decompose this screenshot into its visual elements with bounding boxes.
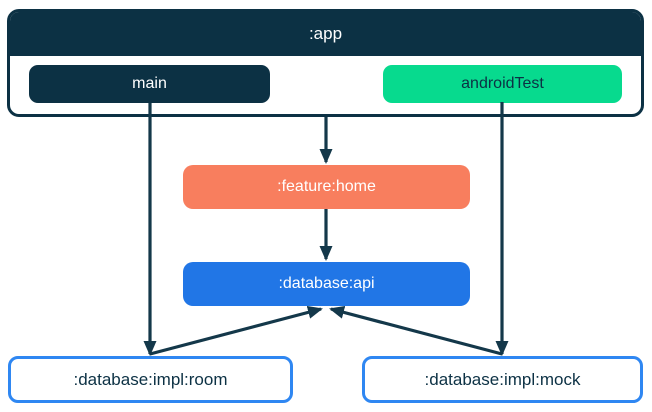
app-module-container: :app main androidTest — [7, 9, 644, 117]
module-feature-home-label: :feature:home — [277, 178, 376, 195]
app-module-body: main androidTest — [10, 56, 641, 114]
module-database-impl-mock: :database:impl:mock — [362, 356, 643, 403]
source-set-main: main — [29, 65, 270, 103]
edge-database-impl-room-to-database-api — [149, 306, 323, 356]
module-database-impl-room: :database:impl:room — [8, 356, 293, 403]
app-module-label: :app — [308, 24, 343, 43]
edge-database-impl-mock-to-database-api — [329, 306, 503, 356]
module-database-impl-room-label: :database:impl:room — [73, 369, 228, 389]
module-feature-home: :feature:home — [183, 165, 470, 209]
source-set-androidtest: androidTest — [383, 65, 622, 103]
source-set-main-label: main — [132, 75, 167, 92]
app-module-header: :app — [10, 12, 641, 56]
source-set-androidtest-label: androidTest — [461, 75, 544, 92]
module-database-api: :database:api — [183, 262, 470, 306]
module-database-api-label: :database:api — [278, 275, 375, 292]
module-database-impl-mock-label: :database:impl:mock — [424, 369, 581, 389]
